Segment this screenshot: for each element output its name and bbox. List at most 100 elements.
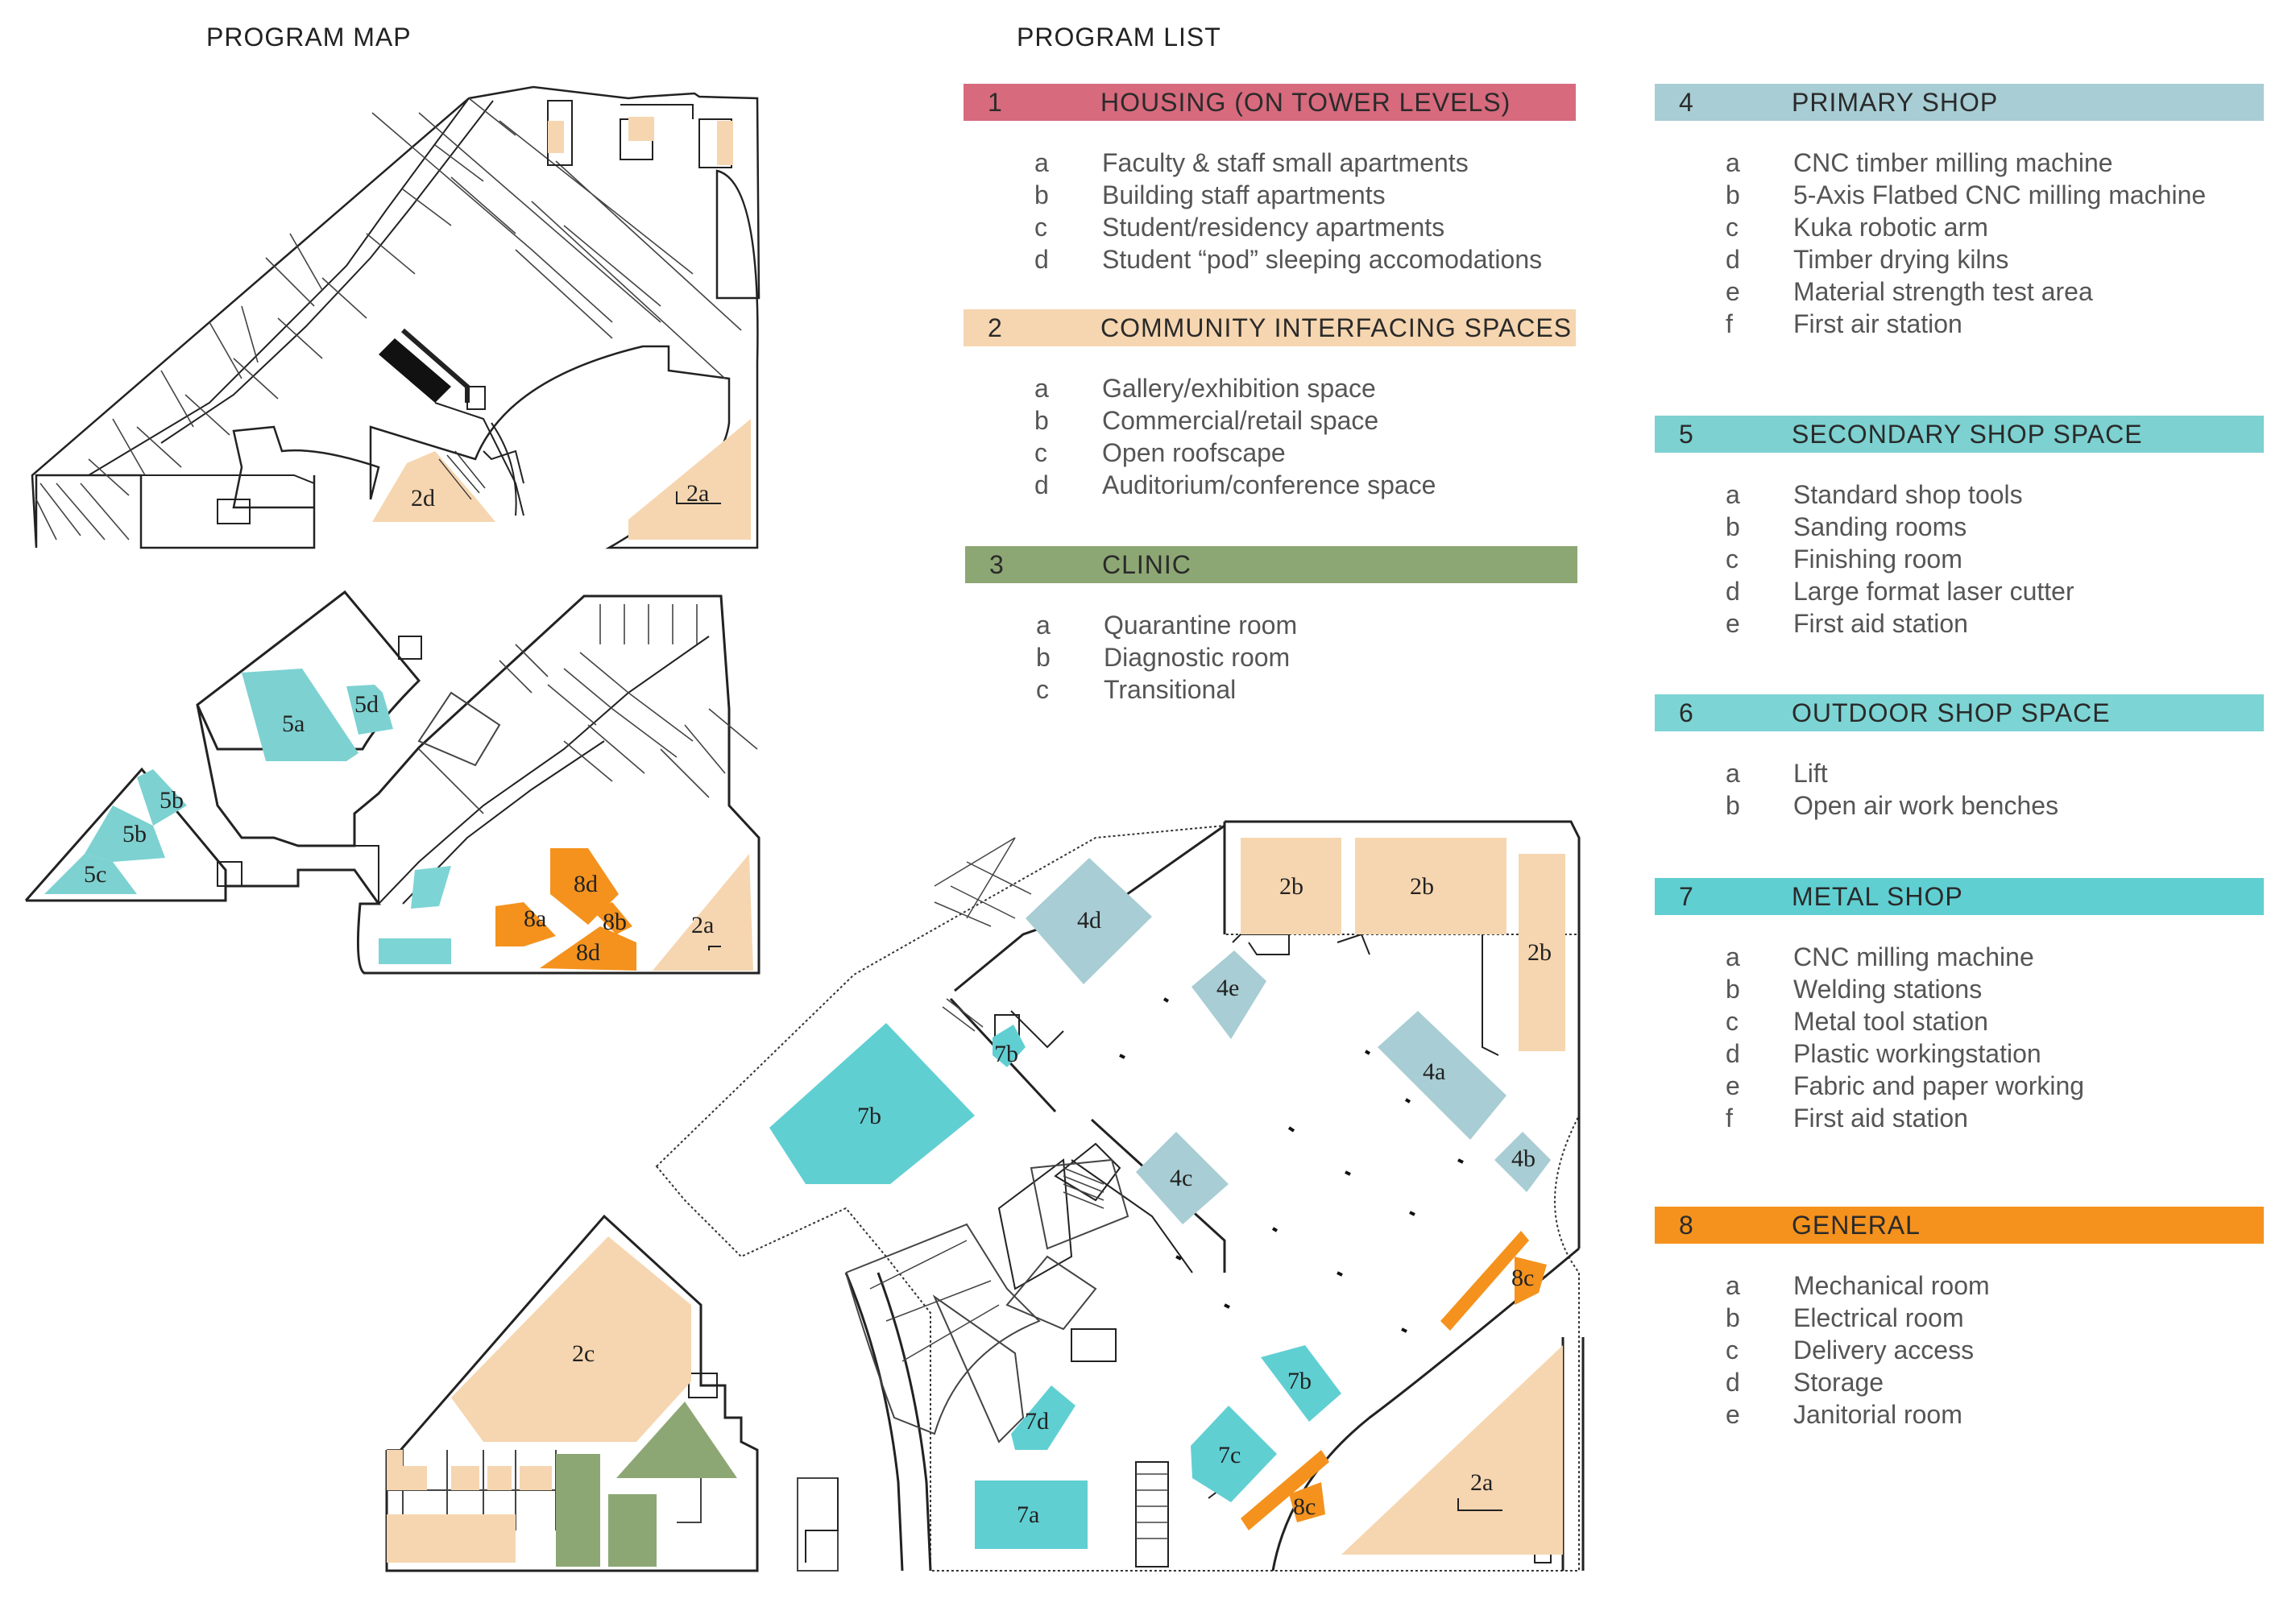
l2-label-5a: 5a <box>282 710 305 737</box>
program-item-text: Mechanical room <box>1793 1271 1990 1300</box>
l2-2a-area <box>653 854 753 971</box>
g-4e-area <box>1192 950 1266 1039</box>
g-label-7d: 7d <box>1025 1408 1049 1435</box>
program-title: SECONDARY SHOP SPACE <box>1792 419 2143 449</box>
program-item-letter: d <box>1726 577 1740 606</box>
program-item-text: CNC timber milling machine <box>1793 148 2113 177</box>
l2-5a-area <box>242 669 358 761</box>
program-item-letter: c <box>1034 438 1047 467</box>
program-item-letter: b <box>1726 1303 1740 1332</box>
l2-5d-area <box>346 685 393 735</box>
program-item-text: Quarantine room <box>1104 611 1298 640</box>
program-item-letter: a <box>1726 1271 1740 1300</box>
program-item-letter: d <box>1034 470 1049 499</box>
program-title: PRIMARY SHOP <box>1792 87 1999 117</box>
g-8c-area1 <box>1440 1231 1529 1331</box>
program-item-text: Diagnostic room <box>1104 643 1291 672</box>
g-label-7a: 7a <box>1017 1501 1039 1528</box>
l1-label-2d: 2d <box>411 485 435 511</box>
program-item-text: Student/residency apartments <box>1102 213 1445 242</box>
g-7b-area1 <box>993 1025 1026 1067</box>
program-item-text: Fabric and paper working <box>1793 1071 2085 1100</box>
l2-label-5d: 5d <box>354 691 379 718</box>
l1-2a-small1 <box>628 117 654 141</box>
program-item-letter: d <box>1726 1039 1740 1068</box>
plan-level-2 <box>24 590 760 975</box>
g-8c-arrow1 <box>1515 1257 1547 1305</box>
g-4b-area <box>1494 1132 1551 1192</box>
program-item-letter: b <box>1036 643 1051 672</box>
l2-label-8b: 8b <box>603 909 627 935</box>
g-7a-area <box>975 1481 1088 1549</box>
program-item-letter: a <box>1726 480 1740 509</box>
program-number: 7 <box>1679 881 1694 911</box>
l2-5b-area2 <box>85 806 165 862</box>
plan-ground-floor-programs <box>387 838 1565 1567</box>
g-2b-area1 <box>1241 838 1341 934</box>
g-2c-small1 <box>387 1514 516 1563</box>
program-item-letter: d <box>1034 245 1049 274</box>
program-title: HOUSING (ON TOWER LEVELS) <box>1100 87 1511 117</box>
l1-2d-area <box>372 451 495 522</box>
l2-8b-area <box>592 902 632 934</box>
program-item-letter: a <box>1726 148 1740 177</box>
program-item-letter: b <box>1034 406 1049 435</box>
program-item-text: Metal tool station <box>1793 1007 1988 1036</box>
l2-label-2a: 2a <box>691 912 714 938</box>
l2-8a-area <box>495 902 556 946</box>
program-item-text: Sanding rooms <box>1793 512 1967 541</box>
l2-label-5b2: 5b <box>122 821 147 847</box>
l2-5c-area <box>44 854 137 894</box>
g-2a-area <box>1341 1345 1563 1555</box>
program-item-letter: b <box>1726 975 1740 1004</box>
program-item-text: Building staff apartments <box>1102 180 1386 209</box>
l2-label-5c: 5c <box>84 861 106 888</box>
program-number: 2 <box>988 313 1003 342</box>
program-item-letter: b <box>1726 180 1740 209</box>
g-2c-area <box>451 1236 691 1442</box>
program-item-letter: a <box>1726 942 1740 971</box>
program-item-letter: e <box>1726 1071 1740 1100</box>
g-label-2b3: 2b <box>1527 939 1552 966</box>
g-4c-area <box>1136 1132 1229 1224</box>
program-item-text: Storage <box>1793 1368 1884 1397</box>
program-item-letter: c <box>1726 213 1739 242</box>
program-item-text: Electrical room <box>1793 1303 1964 1332</box>
program-item-letter: a <box>1036 611 1051 640</box>
program-item-text: CNC milling machine <box>1793 942 2034 971</box>
program-list-header: PROGRAM LIST <box>1017 23 1221 52</box>
program-item-text: Large format laser cutter <box>1793 577 2074 606</box>
g-4a-area <box>1378 1011 1506 1140</box>
program-item-text: Auditorium/conference space <box>1102 470 1436 499</box>
program-item-text: Gallery/exhibition space <box>1102 374 1376 403</box>
l2-blue-bench <box>379 938 451 964</box>
g-label-7b3: 7b <box>1287 1368 1312 1394</box>
plan-level-1-programs <box>372 117 751 540</box>
program-item-text: Student “pod” sleeping accomodations <box>1102 245 1543 274</box>
l1-2a-small2 <box>548 121 564 153</box>
program-number: 6 <box>1679 698 1694 727</box>
g-label-7b2: 7b <box>857 1103 881 1129</box>
program-item-letter: a <box>1034 374 1049 403</box>
program-item-text: Welding stations <box>1793 975 1983 1004</box>
g-7c-area <box>1191 1406 1277 1502</box>
l2-blue-lift <box>411 866 451 909</box>
program-item-letter: f <box>1726 309 1733 338</box>
l1-label-2a: 2a <box>686 480 709 507</box>
program-item-text: Finishing room <box>1793 545 1962 574</box>
program-item-text: First air station <box>1793 309 1962 338</box>
program-map-header: PROGRAM MAP <box>206 23 412 52</box>
program-item-letter: a <box>1726 759 1740 788</box>
l2-label-8d2: 8d <box>576 939 600 966</box>
program-item-letter: e <box>1726 277 1740 306</box>
program-item-text: Commercial/retail space <box>1102 406 1379 435</box>
g-label-2a: 2a <box>1470 1469 1493 1496</box>
